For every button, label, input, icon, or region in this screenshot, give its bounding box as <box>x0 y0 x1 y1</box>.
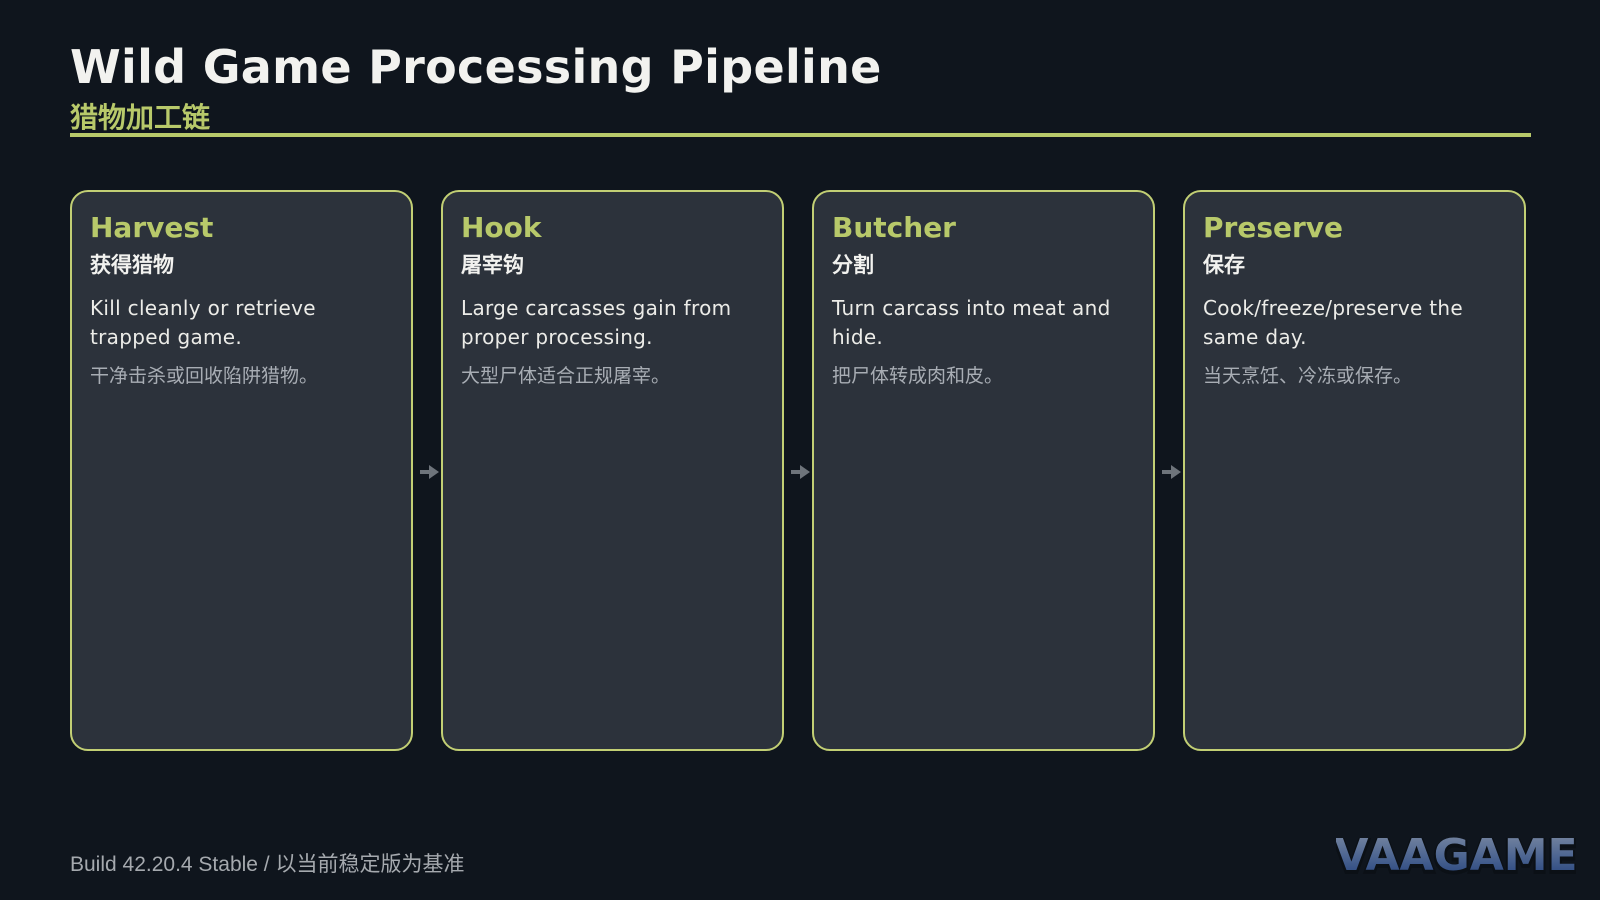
step-card-hook: Hook 屠宰钩 Large carcasses gain from prope… <box>441 190 784 751</box>
step-title-zh: 保存 <box>1203 253 1245 277</box>
step-title: Hook <box>461 211 542 244</box>
svg-text:VAAGAME: VAAGAME <box>1336 830 1576 881</box>
arrow-right-icon <box>791 465 810 479</box>
step-description-zh: 当天烹饪、冷冻或保存。 <box>1203 365 1413 387</box>
page-title: Wild Game Processing Pipeline <box>70 40 882 94</box>
step-description: Cook/freeze/preserve the same day. <box>1203 296 1463 349</box>
build-version-text: Build 42.20.4 Stable / 以当前稳定版为基准 <box>70 853 465 876</box>
step-card-preserve: Preserve 保存 Cook/freeze/preserve the sam… <box>1183 190 1526 751</box>
step-description: Large carcasses gain from proper process… <box>461 296 732 349</box>
step-description-zh: 大型尸体适合正规屠宰。 <box>461 365 671 387</box>
arrow-right-icon <box>420 465 439 479</box>
step-title-zh: 分割 <box>832 253 874 277</box>
step-description: Turn carcass into meat and hide. <box>832 296 1111 349</box>
step-title-zh: 屠宰钩 <box>461 253 524 277</box>
step-description-zh: 干净击杀或回收陷阱猎物。 <box>90 365 319 387</box>
step-card-harvest: Harvest 获得猎物 Kill cleanly or retrieve tr… <box>70 190 413 751</box>
svg-text:VAAGAME: VAAGAME <box>1336 832 1576 882</box>
step-title-zh: 获得猎物 <box>90 253 174 277</box>
page-subtitle: 猎物加工链 <box>70 101 211 134</box>
step-title: Preserve <box>1203 211 1344 244</box>
vaagame-logo: VAAGAME VAAGAME <box>1336 830 1576 882</box>
step-card-butcher: Butcher 分割 Turn carcass into meat and hi… <box>812 190 1155 751</box>
step-title: Harvest <box>90 211 214 244</box>
title-underline <box>70 133 1531 137</box>
step-description-zh: 把尸体转成肉和皮。 <box>832 365 1004 387</box>
arrow-right-icon <box>1162 465 1181 479</box>
step-description: Kill cleanly or retrieve trapped game. <box>90 296 316 349</box>
step-title: Butcher <box>832 211 956 244</box>
